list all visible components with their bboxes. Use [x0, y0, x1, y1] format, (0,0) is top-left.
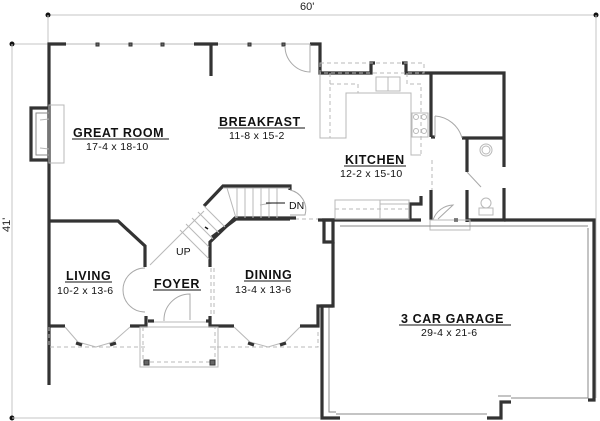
dining-size: 13-4 x 13-6: [235, 284, 291, 296]
staircase: [149, 184, 307, 266]
dining-name: DINING: [245, 268, 292, 282]
garage-name: 3 CAR GARAGE: [401, 312, 504, 326]
great-room-name: GREAT ROOM: [73, 126, 164, 140]
dining-walls: [206, 216, 333, 348]
dimension-lines: [9, 12, 599, 421]
breakfast-size: 11-8 x 15-2: [229, 130, 285, 142]
utility-area: [431, 115, 494, 216]
overall-width-label: 60': [300, 1, 314, 13]
great-room-size: 17-4 x 18-10: [86, 141, 149, 153]
front-entry: [139, 293, 219, 368]
room-dining: DINING 13-4 x 13-6: [235, 268, 292, 296]
living-walls: [48, 219, 154, 348]
living-name: LIVING: [66, 269, 111, 283]
breakfast-name: BREAKFAST: [219, 115, 301, 129]
room-living: LIVING 10-2 x 13-6: [57, 269, 113, 297]
room-breakfast: BREAKFAST 11-8 x 15-2: [218, 115, 305, 142]
stairs-down-label: DN: [289, 200, 304, 212]
kitchen-size: 12-2 x 15-10: [340, 168, 403, 180]
fireplace: [29, 104, 65, 164]
stairs-up-label: UP: [176, 246, 191, 258]
foyer-name: FOYER: [154, 277, 200, 291]
garage-separation-wall: [295, 196, 506, 231]
room-foyer: FOYER: [153, 277, 201, 291]
rear-door: [284, 44, 311, 73]
kitchen-cabinets: [319, 62, 429, 156]
room-kitchen: KITCHEN 12-2 x 15-10: [340, 153, 406, 180]
garage-size: 29-4 x 21-6: [421, 327, 477, 339]
room-great-room: GREAT ROOM 17-4 x 18-10: [72, 126, 169, 153]
room-garage: 3 CAR GARAGE 29-4 x 21-6: [399, 312, 511, 339]
living-size: 10-2 x 13-6: [57, 285, 113, 297]
overall-depth-label: 41': [1, 218, 13, 232]
rear-porch-columns: [48, 42, 320, 47]
kitchen-name: KITCHEN: [345, 153, 405, 167]
